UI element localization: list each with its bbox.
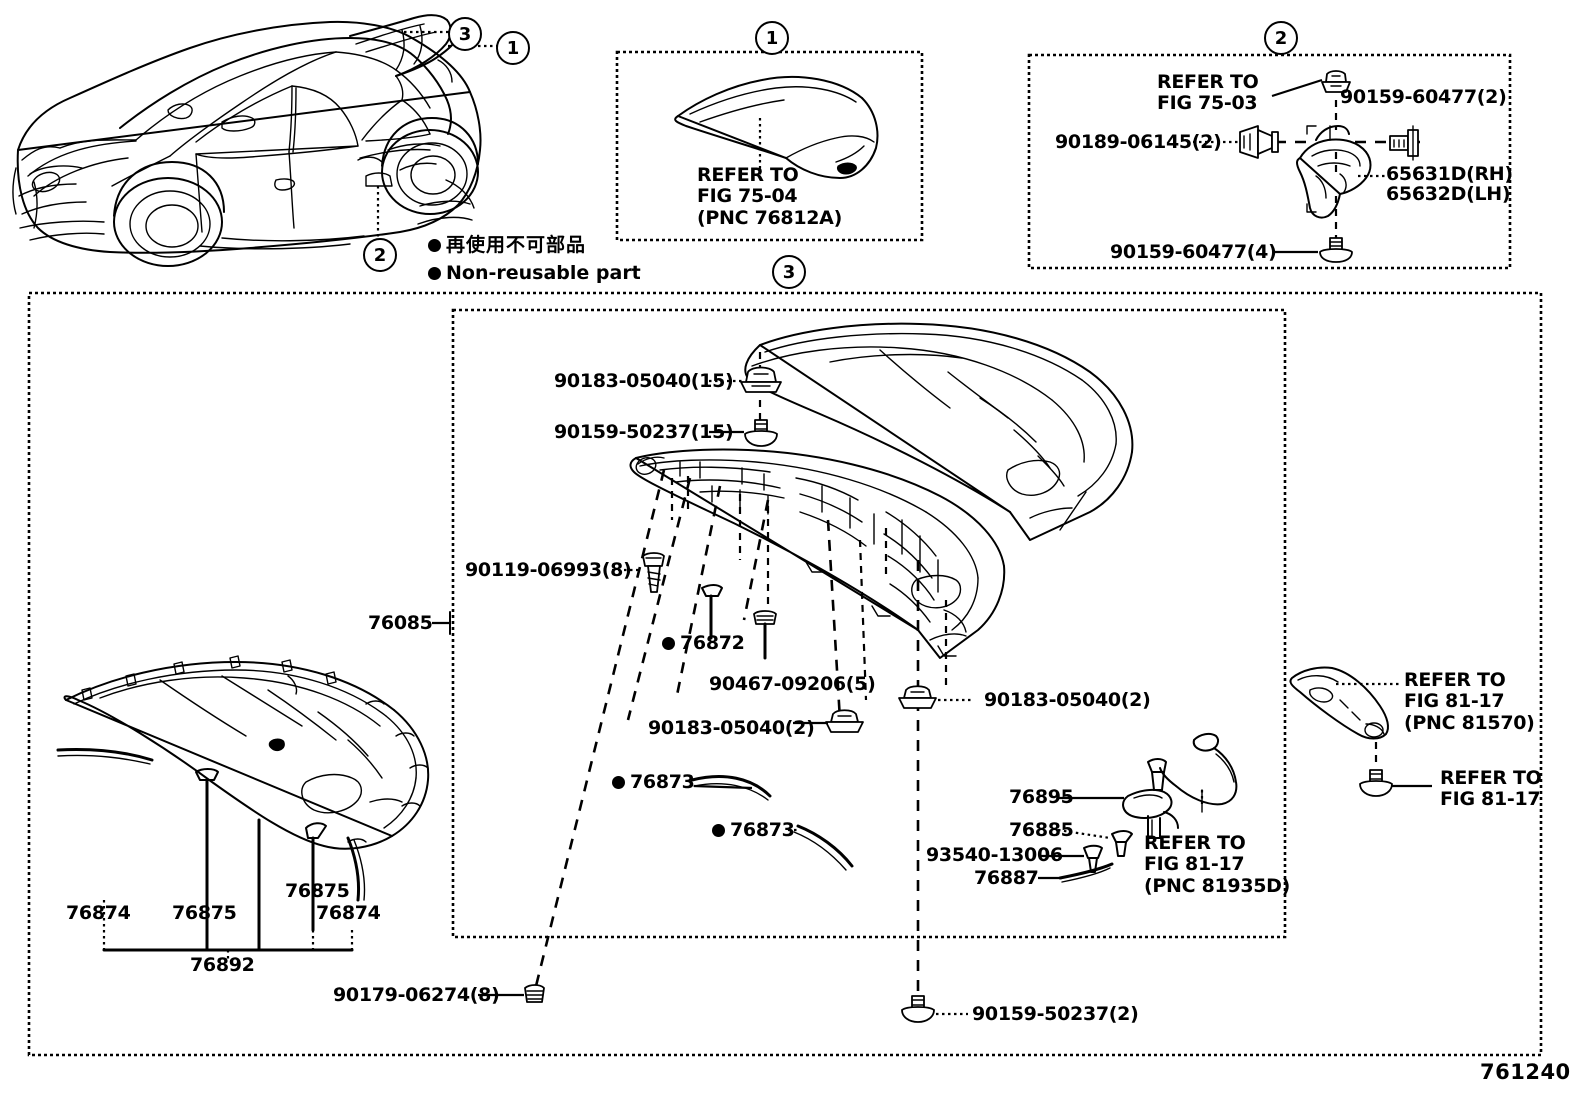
- rear-wheel: [381, 117, 479, 215]
- callout-2-car[interactable]: 2: [363, 238, 397, 272]
- seal-76873-a: [690, 775, 772, 801]
- box3-part-76887: 76887: [974, 867, 1039, 889]
- clip-90467: [753, 610, 777, 660]
- callout-1-car[interactable]: 1: [496, 31, 530, 65]
- box3-refer-81-17: REFER TO FIG 81-17: [1440, 767, 1542, 811]
- filled-circle-icon: [612, 776, 625, 789]
- box-2-frame: [1027, 53, 1512, 270]
- box3-part-76872-label: 76872: [662, 632, 745, 654]
- box3-nut-90183-05040-15: 90183-05040(15): [554, 370, 734, 392]
- callout-2-box[interactable]: 2: [1264, 21, 1298, 55]
- bracket-65631d: [1296, 125, 1372, 219]
- strip-76874-left: [56, 748, 154, 765]
- outer-part-76874-right: 76874: [316, 902, 381, 924]
- nut-90183-left: [825, 709, 864, 733]
- box3-seal-76873-a-label: 76873: [612, 771, 695, 793]
- filled-circle-icon: [428, 239, 441, 252]
- box3-screw-90119-06993: 90119-06993(8): [465, 559, 632, 581]
- box2-bracket-65632d-lh: 65632D(LH): [1386, 183, 1511, 205]
- screw-93540: [1083, 844, 1103, 873]
- box-1-spoiler-part: [674, 75, 879, 179]
- box2-refer-fig75-03: REFER TO FIG 75-03: [1157, 71, 1259, 115]
- outer-clip-90179-06274: 90179-06274(8): [333, 984, 500, 1006]
- vehicle-illustration: [12, 14, 498, 267]
- box3-bolt-90159-50237-15: 90159-50237(15): [554, 421, 734, 443]
- nut-90183-right: [898, 685, 937, 709]
- box3-seal-76873-b: 76873: [730, 819, 795, 841]
- box2-bracket-65631d-rh: 65631D(RH): [1386, 163, 1513, 185]
- strip-76887: [1058, 862, 1114, 883]
- box3-clip-90467-09206: 90467-09206(5): [709, 673, 876, 695]
- clip-76885: [1111, 830, 1133, 857]
- lamp-76895: [1122, 788, 1179, 839]
- box3-nut-90183-05040-2-left: 90183-05040(2): [648, 717, 815, 739]
- handle-81570: [1289, 666, 1389, 740]
- box3-screw-93540-13006: 93540-13006: [926, 844, 1063, 866]
- moulding-assembly-76892: [63, 655, 430, 850]
- box-2-parts: [1193, 70, 1420, 263]
- outer-part-76875-left: 76875: [172, 902, 237, 924]
- box3-nut-90183-05040-2-right: 90183-05040(2): [984, 689, 1151, 711]
- outer-part-76892: 76892: [190, 954, 255, 976]
- pin-76875-left: [195, 768, 219, 882]
- outer-frame: [27, 291, 1543, 1057]
- figure-number: 761240: [1480, 1060, 1571, 1084]
- bolt-81-17: [1359, 769, 1393, 797]
- seal-76873-b: [793, 824, 854, 871]
- bolt-bottom: [1319, 237, 1353, 263]
- outer-part-76875-right: 76875: [285, 880, 350, 902]
- box3-seal-76873-a: 76873: [630, 771, 695, 793]
- callout-3-car[interactable]: 3: [448, 17, 482, 51]
- legend-english-text: Non-reusable part: [446, 261, 641, 284]
- box2-bolt-90159-60477-2: 90159-60477(2): [1340, 86, 1507, 108]
- bolt-90159-top: [744, 419, 778, 447]
- box3-part-76885: 76885: [1009, 819, 1074, 841]
- filled-circle-icon: [712, 824, 725, 837]
- clip-90179: [524, 984, 545, 1003]
- spoiler-lower-frame: [629, 448, 1006, 659]
- callout-1-box[interactable]: 1: [755, 21, 789, 55]
- clip-top: [1321, 70, 1351, 93]
- box1-refer-note: REFER TO FIG 75-04 (PNC 76812A): [697, 164, 842, 229]
- box3-part-76872: 76872: [680, 632, 745, 654]
- clip-76872: [701, 584, 723, 640]
- box2-bolt-90159-60477-4: 90159-60477(4): [1110, 241, 1277, 263]
- legend-non-reusable: 再使用不可部品 Non-reusable part: [428, 232, 641, 287]
- screw-90119: [642, 552, 665, 593]
- box-3-frame: [451, 308, 1287, 939]
- legend-japanese-text: 再使用不可部品: [446, 234, 587, 256]
- bolt-right: [1389, 125, 1419, 161]
- box3-refer-81-17-81935d: REFER TO FIG 81-17 (PNC 81935D): [1144, 832, 1291, 897]
- wire-harness-81935d: [1147, 732, 1238, 813]
- nut-90183-top: [740, 366, 782, 393]
- outer-assy-76085: 76085: [368, 612, 433, 634]
- box3-refer-81-17-81570: REFER TO FIG 81-17 (PNC 81570): [1404, 669, 1535, 734]
- strip-76874-right: [346, 836, 366, 902]
- legend-japanese-row: 再使用不可部品: [428, 232, 641, 260]
- bolt-90159-bottom: [901, 995, 935, 1023]
- callout-3-box[interactable]: 3: [772, 255, 806, 289]
- spoiler-upper-panel: [744, 322, 1134, 541]
- front-wheel: [113, 161, 225, 267]
- clip-left: [1239, 125, 1279, 159]
- outer-bolt-90159-50237: 90159-50237(2): [972, 1003, 1139, 1025]
- box3-seal-76873-b-label: 76873: [712, 819, 795, 841]
- outer-parts: [56, 611, 968, 1023]
- box2-clip-90189-06145: 90189-06145(2): [1055, 131, 1222, 153]
- legend-english-row: Non-reusable part: [428, 260, 641, 288]
- outer-part-76874-left: 76874: [66, 902, 131, 924]
- filled-circle-icon: [428, 266, 441, 280]
- box-3-parts: [534, 322, 1432, 1000]
- pin-76875-right: [305, 822, 327, 932]
- filled-circle-icon: [662, 637, 675, 650]
- box3-lamp-76895: 76895: [1009, 786, 1074, 808]
